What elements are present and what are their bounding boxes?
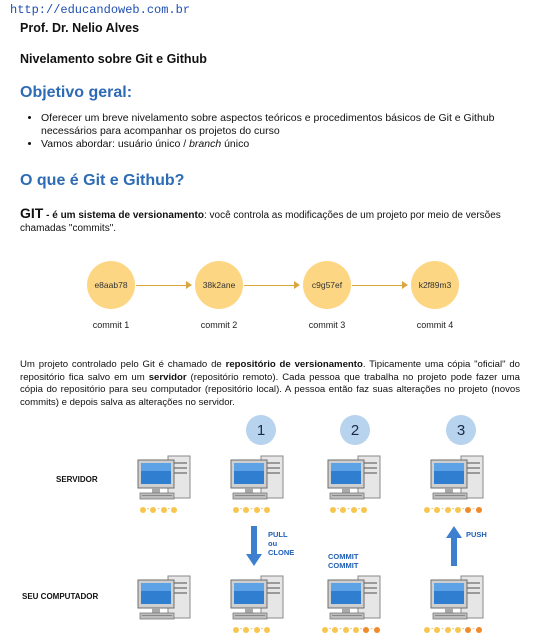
- commit-arrowhead-1: [186, 281, 192, 289]
- bullet-2-tail: único: [221, 138, 250, 150]
- commit-dots: -----: [424, 506, 482, 513]
- git-bold-phrase: é um sistema de versionamento: [52, 210, 204, 221]
- git-definition: GIT - é um sistema de versionamento: voc…: [20, 205, 518, 235]
- commit-dots: ---: [140, 506, 178, 513]
- commit-dots: ---: [233, 506, 271, 513]
- repo-text-3: (repositório remoto). Cada pessoa que tr…: [20, 371, 520, 408]
- server-computer-icon: [135, 450, 195, 506]
- repo-text-2: . Tipicamente uma cópia "oficial" do rep…: [20, 359, 520, 383]
- commit-label-4: commit 4: [416, 320, 454, 330]
- commit-hash: 38k2ane: [202, 280, 236, 290]
- clone-label: CLONE: [268, 548, 295, 557]
- document-title: Nivelamento sobre Git e Github: [20, 52, 207, 66]
- commit-arrowhead-2: [294, 281, 300, 289]
- commit-dots: ---: [233, 626, 271, 633]
- git-dash: -: [43, 210, 53, 221]
- bullet-2-text: Vamos abordar: usuário único /: [41, 138, 190, 150]
- author-name: Prof. Dr. Nelio Alves: [20, 21, 140, 35]
- bullet-2-italic: branch: [189, 138, 222, 150]
- commit-label-1: commit 1: [92, 320, 130, 330]
- commit-arrow-2: [244, 285, 294, 286]
- commit-label-b: COMMIT: [328, 561, 359, 570]
- step-3-badge: 3: [446, 415, 476, 445]
- local-computer-icon: [228, 570, 288, 626]
- objetivo-bullet-1: Oferecer um breve nivelamento sobre aspe…: [41, 112, 531, 137]
- servidor-label: SERVIDOR: [56, 475, 98, 484]
- commit-arrow-1: [136, 285, 186, 286]
- commit-label-3: commit 3: [308, 320, 346, 330]
- commit-dots: -----: [322, 626, 380, 633]
- arrow-up-icon: [446, 526, 462, 566]
- commit-arrowhead-3: [402, 281, 408, 289]
- commit-diagram: e8aab78 38k2ane c9g57ef k2f89m3 commit 1…: [0, 250, 537, 335]
- server-computer-icon: [228, 450, 288, 506]
- commit-dots: -----: [424, 626, 482, 633]
- commit-dots: ---: [330, 506, 368, 513]
- step-number: 2: [350, 421, 360, 439]
- commit-node-2: 38k2ane: [195, 261, 243, 309]
- repository-paragraph: Um projeto controlado pelo Git é chamado…: [20, 359, 520, 409]
- local-computer-icon: [325, 570, 385, 626]
- step-1-badge: 1: [246, 415, 276, 445]
- commit-label-a: COMMIT: [328, 552, 359, 561]
- pull-clone-label: PULL ou CLONE: [268, 530, 294, 557]
- step-2-badge: 2: [340, 415, 370, 445]
- server-computer-icon: [325, 450, 385, 506]
- step-number: 3: [456, 421, 466, 439]
- commit-label-2: commit 2: [200, 320, 238, 330]
- git-description: : você controla as modificações de um pr…: [20, 210, 501, 234]
- repo-bold-2: servidor: [148, 371, 187, 383]
- commit-hash: c9g57ef: [311, 280, 343, 290]
- commit-hash: e8aab78: [94, 280, 128, 290]
- commit-node-3: c9g57ef: [303, 261, 351, 309]
- ou-label: ou: [268, 539, 278, 548]
- objetivo-list: Oferecer um breve nivelamento sobre aspe…: [27, 112, 531, 152]
- arrow-down-icon: [246, 526, 262, 566]
- heading-o-que-e-git: O que é Git e Github?: [20, 172, 185, 189]
- step-number: 1: [256, 421, 266, 439]
- sync-diagram: 1 2 3 SERVIDOR SEU COMPUTADOR --- --- --…: [0, 410, 537, 640]
- computador-label: SEU COMPUTADOR: [22, 592, 99, 601]
- commit-commit-label: COMMIT COMMIT: [328, 552, 358, 570]
- repo-text-1: Um projeto controlado pelo Git é chamado…: [20, 359, 226, 370]
- local-computer-icon: [135, 570, 195, 626]
- commit-node-1: e8aab78: [87, 261, 135, 309]
- commit-hash: k2f89m3: [418, 280, 452, 290]
- push-label: PUSH: [466, 530, 487, 539]
- server-computer-icon: [428, 450, 488, 506]
- commit-node-4: k2f89m3: [411, 261, 459, 309]
- repo-bold-1: repositório de versionamento: [225, 359, 363, 370]
- objetivo-bullet-2: Vamos abordar: usuário único / branch ún…: [41, 138, 531, 151]
- git-term: GIT: [20, 205, 44, 221]
- heading-objetivo: Objetivo geral:: [20, 84, 133, 101]
- local-computer-icon: [428, 570, 488, 626]
- commit-arrow-3: [352, 285, 402, 286]
- site-url[interactable]: http://educandoweb.com.br: [10, 3, 191, 17]
- pull-label: PULL: [268, 530, 288, 539]
